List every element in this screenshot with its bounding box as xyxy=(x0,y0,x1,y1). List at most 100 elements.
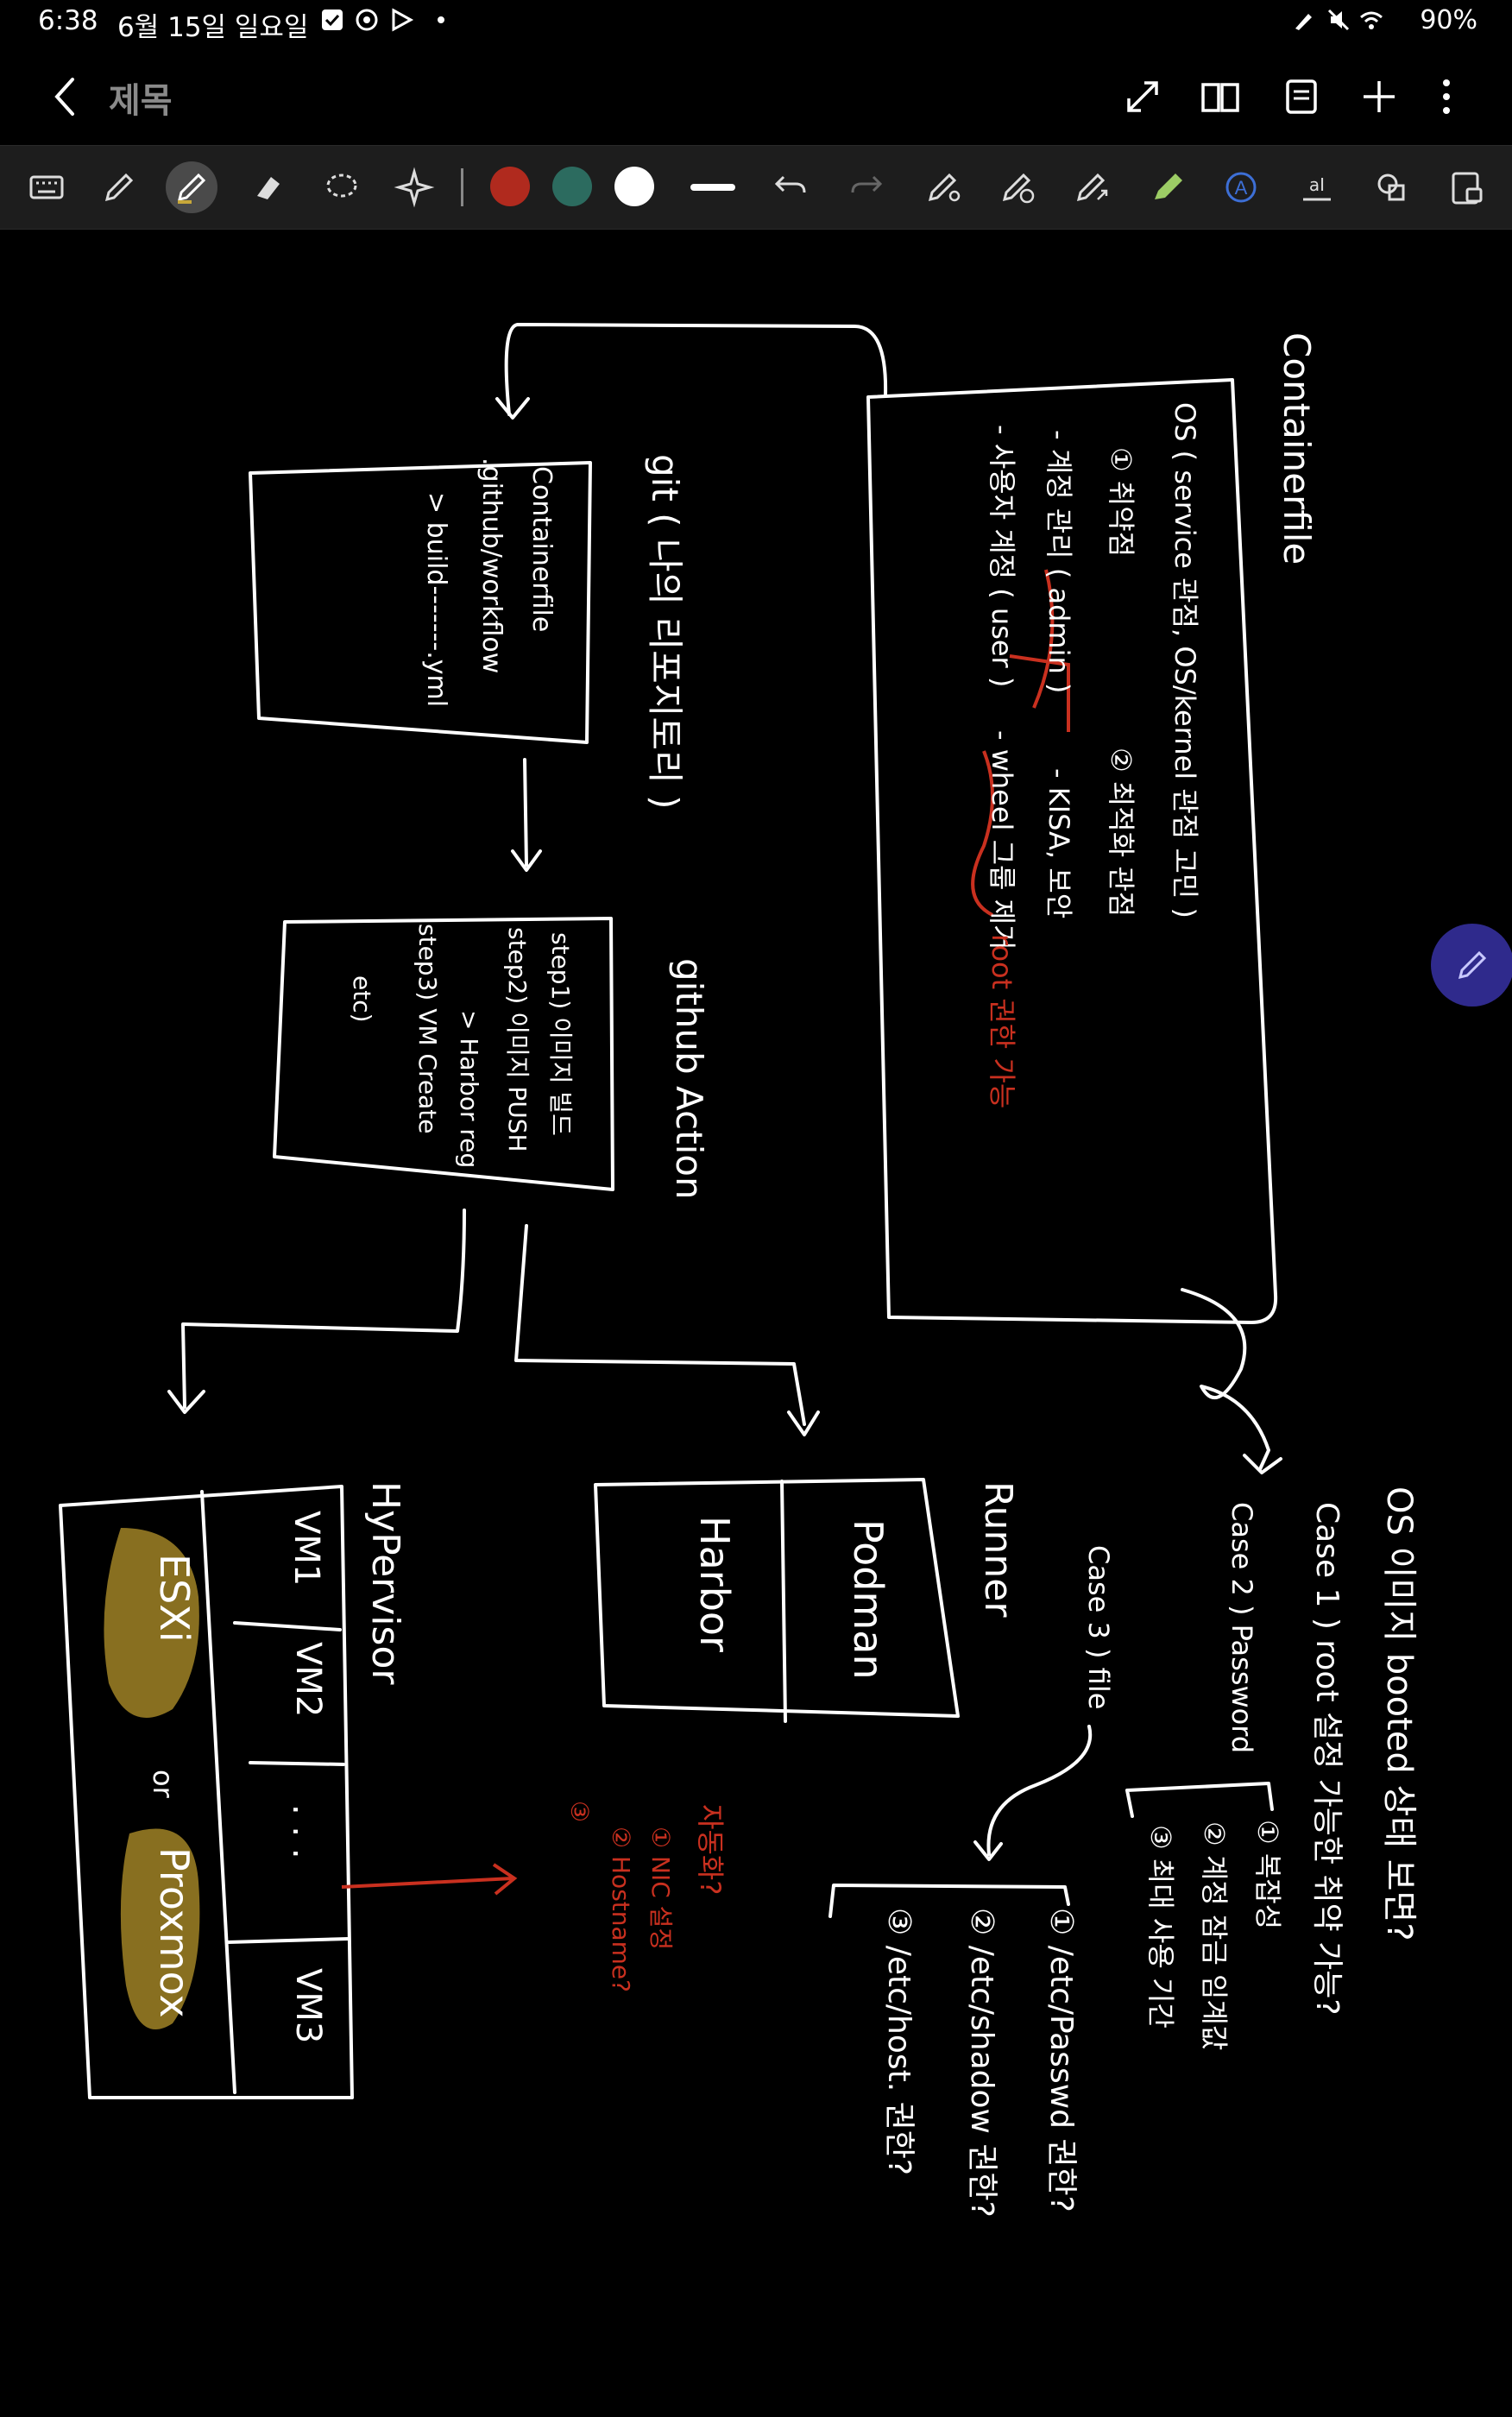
pen-icon xyxy=(1458,950,1487,980)
handwriting-layer: Containerfile OS ( service 관점, OS/kernel… xyxy=(59,323,1419,2218)
checkbox-notification-icon xyxy=(322,9,343,30)
drawing-toolbar: A aI xyxy=(0,145,1512,230)
os-boot-title: OS 이미지 booted 상태 보면? xyxy=(1379,1486,1419,1941)
case3-item2: ② /etc/shadow 권한? xyxy=(964,1908,999,2218)
more-options-icon[interactable] xyxy=(1422,73,1471,121)
highlight-proxmox xyxy=(120,1828,200,2030)
page-list-icon[interactable] xyxy=(1277,73,1326,121)
svg-text:aI: aI xyxy=(1309,174,1325,195)
containerfile-box xyxy=(866,378,1278,1324)
arrow-containerfile-to-git xyxy=(504,323,888,416)
case3-item3: ③ /etc/host. 권한? xyxy=(881,1908,917,2175)
vm2-label: VM2 xyxy=(288,1642,328,1717)
wifi-icon xyxy=(1360,11,1383,29)
github-action-label: github Action xyxy=(668,958,710,1200)
arrow-containerfile-to-os xyxy=(1181,1288,1270,1471)
pen-share-icon[interactable] xyxy=(1067,161,1118,213)
pen-settings-icon[interactable] xyxy=(918,161,970,213)
pen-tool-icon[interactable] xyxy=(93,161,145,213)
stroke-thickness-icon[interactable] xyxy=(687,161,739,213)
color-swatch-red[interactable] xyxy=(490,167,530,206)
pen-disconnected-icon xyxy=(1295,14,1312,30)
runner-box xyxy=(594,1478,960,1718)
play-store-notification-icon xyxy=(392,8,414,32)
containerfile-line1: OS ( service 관점, OS/kernel 관점 고민 ) xyxy=(1169,402,1201,918)
git-box-title: Containerfile xyxy=(526,466,557,632)
pen-timer-icon[interactable] xyxy=(992,161,1044,213)
red-underline-admin xyxy=(1032,569,1055,709)
github-action-step1: step1) 이미지 빌드 xyxy=(546,932,575,1136)
text-style-icon[interactable]: A xyxy=(1215,161,1267,213)
highlight-esxi xyxy=(104,1528,199,1718)
containerfile-item1: ① 취약점 xyxy=(1105,447,1137,557)
lock-page-icon[interactable] xyxy=(1441,161,1493,213)
github-action-step2b: > Harbor reg xyxy=(455,1010,483,1168)
vm-dots-label: . . . xyxy=(285,1804,324,1859)
color-swatch-white[interactable] xyxy=(614,167,654,206)
ai-sparkle-icon[interactable] xyxy=(390,161,442,213)
highlighter-tool-icon[interactable] xyxy=(166,161,217,213)
github-action-step3: step3) VM Create xyxy=(413,924,442,1133)
hypervisor-label: HyPervisor xyxy=(363,1481,407,1685)
lasso-tool-icon[interactable] xyxy=(316,161,368,213)
undo-icon[interactable] xyxy=(765,161,816,213)
arrow-git-to-action xyxy=(523,758,528,867)
status-bar: 6:38 6월 15일 일요일 90% xyxy=(0,0,1512,45)
redo-icon[interactable] xyxy=(841,161,892,213)
eraser-tool-icon[interactable] xyxy=(242,161,293,213)
add-page-icon[interactable] xyxy=(1355,73,1403,121)
runner-label: Runner xyxy=(976,1481,1020,1618)
containerfile-line5: - wheel 그룹 제거 xyxy=(986,730,1018,950)
arrow-action-to-runner xyxy=(514,1224,806,1426)
case3-item1: ① /etc/Passwd 권한? xyxy=(1043,1908,1079,2212)
color-swatch-green[interactable] xyxy=(552,167,592,206)
expand-icon[interactable] xyxy=(1118,73,1167,121)
case2-text: Case 2 ) Password xyxy=(1225,1502,1258,1753)
case2-item2: ② 계정 잠금 임계값 xyxy=(1198,1821,1231,2050)
sync-notification-icon xyxy=(356,9,378,31)
case1-text: Case 1 ) root 설정 가능한 취약 가능? xyxy=(1309,1502,1345,2016)
file-bracket xyxy=(828,1884,1070,1918)
floating-pen-button[interactable] xyxy=(1431,924,1512,1007)
back-button[interactable] xyxy=(45,73,88,121)
vm3-label: VM3 xyxy=(288,1968,328,2043)
svg-text:A: A xyxy=(1235,177,1248,199)
color-highlighter-icon[interactable] xyxy=(1143,161,1194,213)
keyboard-icon[interactable] xyxy=(21,161,72,213)
text-convert-icon[interactable]: aI xyxy=(1291,161,1343,213)
git-label: git ( 나의 리포지토리 ) xyxy=(644,454,686,809)
password-bracket xyxy=(1125,1782,1274,1818)
vm1-label: VM1 xyxy=(287,1511,326,1586)
note-header: 제목 xyxy=(0,52,1512,138)
automation-item2: ② Hostname? xyxy=(607,1827,635,1992)
git-box-line1: .github/workflow xyxy=(476,458,507,673)
esxi-label: ESXi xyxy=(151,1554,198,1643)
git-box-line2: > build-------.yml xyxy=(421,492,451,707)
github-action-box xyxy=(273,917,614,1191)
github-action-step2: step2) 이미지 PUSH xyxy=(503,927,532,1152)
containerfile-line4: - 사용자 계정 ( user ) xyxy=(986,425,1018,687)
podman-label: Podman xyxy=(845,1519,891,1680)
case3-text: Case 3 ) file xyxy=(1082,1545,1115,1709)
containerfile-line3: - KISA, 보안 xyxy=(1043,768,1075,918)
note-canvas[interactable]: Containerfile OS ( service 관점, OS/kernel… xyxy=(0,230,1512,2417)
status-time: 6:38 xyxy=(38,5,98,36)
shapes-icon[interactable] xyxy=(1365,161,1417,213)
note-title[interactable]: 제목 xyxy=(109,81,173,121)
arrow-action-to-hypervisor xyxy=(181,1208,466,1409)
mute-icon xyxy=(1327,9,1350,31)
book-view-icon[interactable] xyxy=(1196,73,1244,121)
containerfile-line5-red: root 권한 가능 xyxy=(986,934,1018,1108)
status-date: 6월 15일 일요일 xyxy=(117,12,309,43)
containerfile-item2: ② 최적화 관점 xyxy=(1105,748,1137,917)
svg-text:Containerfile: Containerfile xyxy=(1276,332,1318,565)
proxmox-label: Proxmox xyxy=(151,1847,198,2018)
github-action-step3b: etc) xyxy=(348,975,376,1023)
arrow-to-file-list xyxy=(986,1725,1093,1856)
automation-item1: ① NIC 설정 xyxy=(646,1827,675,1950)
battery-level: 90% xyxy=(1420,5,1477,35)
toolbar-divider xyxy=(461,168,463,206)
automation-item3: ③ xyxy=(565,1801,594,1822)
containerfile-line2: - 계정 관리 ( admin ) xyxy=(1043,430,1075,693)
harbor-label: Harbor xyxy=(691,1516,738,1652)
